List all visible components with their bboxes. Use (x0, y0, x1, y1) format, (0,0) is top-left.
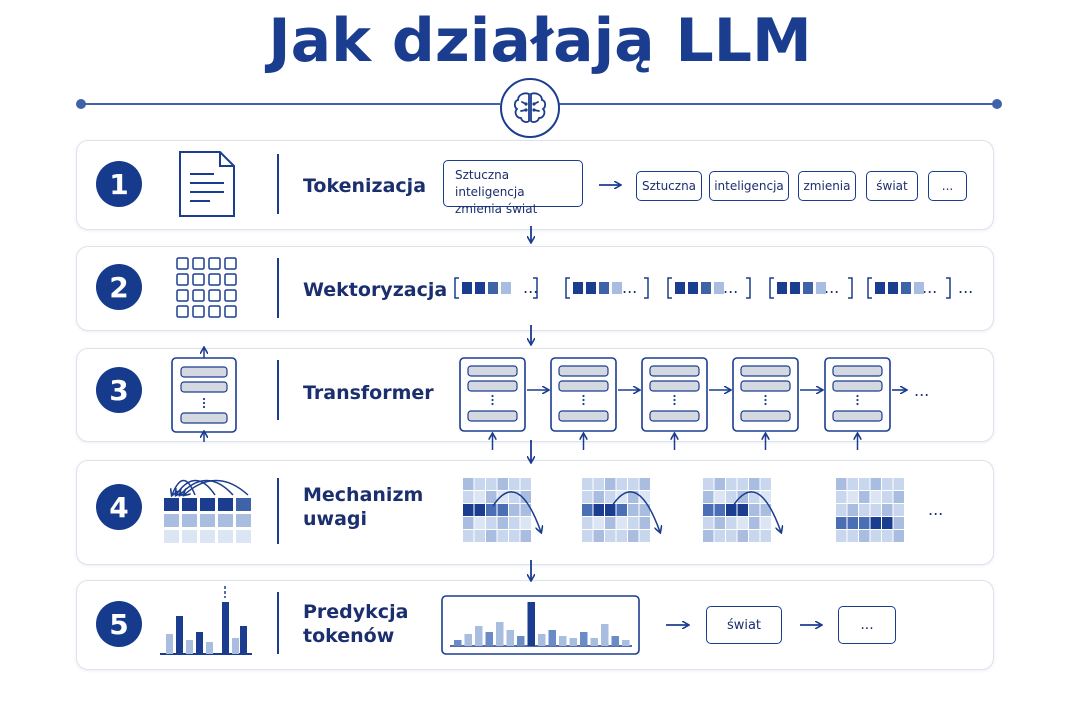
step-label-5: Predykcja tokenów (303, 600, 408, 648)
grid-cell (208, 289, 221, 302)
transformer-block-icon (171, 348, 237, 442)
attention-cell (200, 498, 215, 511)
transformer-block (641, 357, 730, 450)
attention-cell (200, 514, 215, 527)
step-label-1: Tokenizacja (303, 175, 427, 197)
divider-dot-left (76, 99, 86, 109)
step-number-1: 1 (96, 161, 142, 207)
step-label-4: Mechanizm uwagi (303, 483, 423, 531)
vector-ellipsis: ... (824, 278, 840, 297)
grid-cell (176, 289, 189, 302)
attention-cell (236, 498, 251, 511)
attention-ellipsis: ... (928, 500, 944, 519)
grid-icon (176, 257, 237, 318)
grid-cell (208, 257, 221, 270)
step-number-2: 2 (96, 264, 142, 310)
divider-dot-right (992, 99, 1002, 109)
transformer-block (550, 357, 639, 450)
next-token-box: ... (838, 606, 896, 644)
grid-cell (176, 257, 189, 270)
attention-heatmap (463, 478, 541, 542)
attention-cell (164, 514, 179, 527)
document-icon (179, 151, 235, 217)
token-box: ... (928, 171, 967, 201)
grid-cell (176, 273, 189, 286)
attention-heatmap (582, 478, 660, 542)
grid-cell (192, 273, 205, 286)
vector-bracket (769, 277, 853, 299)
brain-icon (500, 78, 560, 138)
step-number-5: 5 (96, 601, 142, 647)
token-box: świat (866, 171, 918, 201)
probability-bars (450, 602, 632, 647)
attention-cell (218, 498, 233, 511)
attention-cell (218, 530, 233, 543)
vector-group (454, 277, 951, 299)
attention-heatmap (703, 478, 781, 542)
separator-3 (277, 360, 279, 420)
predicted-token-box: świat (706, 606, 782, 644)
vector-trailing-ellipsis: ... (958, 278, 974, 297)
step-number-3: 3 (96, 367, 142, 413)
title-divider-left (80, 103, 500, 105)
grid-cell (192, 289, 205, 302)
step-label-3: Transformer (303, 382, 434, 404)
grid-cell (224, 273, 237, 286)
attention-cell (182, 498, 197, 511)
transformer-blocks (459, 357, 906, 450)
step-label-4-line1: Mechanizm (303, 484, 424, 506)
attention-cell (164, 498, 179, 511)
separator-4 (277, 478, 279, 544)
step-label-5-line2: tokenów (303, 625, 395, 647)
token-box: inteligencja (709, 171, 789, 201)
attention-cell (182, 530, 197, 543)
grid-cell (224, 305, 237, 318)
step-label-5-line1: Predykcja (303, 601, 409, 623)
vector-ellipsis: ... (622, 278, 638, 297)
transformer-block (459, 357, 548, 450)
vector-bracket (565, 277, 649, 299)
grid-cell (208, 305, 221, 318)
separator-1 (277, 154, 279, 214)
grid-cell (176, 305, 189, 318)
transformer-ellipsis: ... (914, 381, 930, 400)
attention-cell (236, 514, 251, 527)
step-label-4-line2: uwagi (303, 508, 368, 530)
step-number-4: 4 (96, 484, 142, 530)
sentence-line-1: Sztuczna inteligencja (455, 168, 525, 199)
separator-2 (277, 258, 279, 318)
attention-heatmaps (463, 478, 904, 542)
vector-ellipsis: ... (922, 278, 938, 297)
transformer-block (824, 357, 891, 450)
page-title: Jak działają LLM (268, 6, 812, 76)
vector-ellipsis: ... (723, 278, 739, 297)
attention-cell (200, 530, 215, 543)
vector-bracket (667, 277, 751, 299)
grid-cell (192, 257, 205, 270)
token-box: Sztuczna (636, 171, 702, 201)
input-sentence-box: Sztuczna inteligencja zmienia świat (443, 160, 583, 216)
vector-bracket (867, 277, 951, 299)
bar-chart-icon (160, 586, 252, 655)
attention-cell (218, 514, 233, 527)
vector-bracket (454, 277, 538, 299)
attention-icon (164, 479, 251, 543)
transformer-block (732, 357, 822, 450)
sentence-line-2: zmienia świat (455, 202, 538, 216)
grid-cell (224, 257, 237, 270)
step-row-4 (76, 460, 994, 565)
step-label-2: Wektoryzacja (303, 279, 448, 301)
vector-ellipsis: ... (523, 278, 539, 297)
separator-5 (277, 592, 279, 654)
attention-cell (182, 514, 197, 527)
grid-cell (192, 305, 205, 318)
token-box: zmienia (798, 171, 856, 201)
grid-cell (208, 273, 221, 286)
title-divider-right (556, 103, 996, 105)
attention-cell (164, 530, 179, 543)
grid-cell (224, 289, 237, 302)
attention-cell (236, 530, 251, 543)
attention-heatmap (836, 478, 904, 542)
